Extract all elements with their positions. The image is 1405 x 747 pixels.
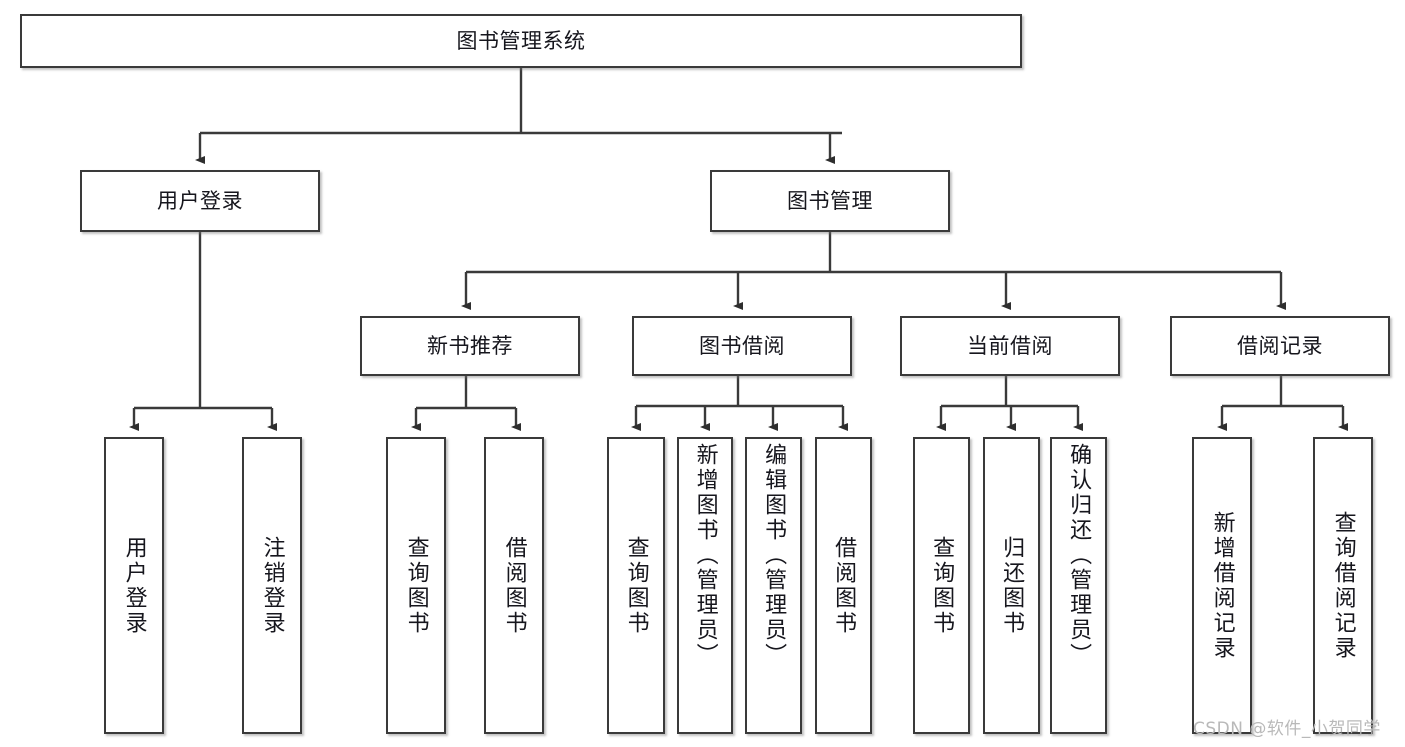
node-leaf-borrow-book-2-label: 借阅图书 bbox=[831, 535, 857, 636]
node-new-book-recommend[interactable]: 新书推荐 bbox=[360, 316, 580, 376]
node-leaf-query-book-3[interactable]: 查询图书 bbox=[913, 437, 970, 734]
node-leaf-confirm-return-admin[interactable]: 确认归还（管理员） bbox=[1050, 437, 1107, 734]
csdn-watermark: CSDN @软件_小贺同学 bbox=[1193, 719, 1381, 739]
node-leaf-query-book-2-label: 查询图书 bbox=[623, 535, 649, 636]
node-root-label: 图书管理系统 bbox=[456, 28, 586, 53]
node-root[interactable]: 图书管理系统 bbox=[20, 14, 1022, 68]
node-leaf-add-book-admin-label: 新增图书（管理员） bbox=[692, 443, 718, 668]
node-leaf-add-book-admin[interactable]: 新增图书（管理员） bbox=[677, 437, 733, 734]
node-borrow-record[interactable]: 借阅记录 bbox=[1170, 316, 1390, 376]
node-borrow-record-label: 借阅记录 bbox=[1237, 333, 1323, 358]
node-current-borrow[interactable]: 当前借阅 bbox=[900, 316, 1120, 376]
node-leaf-logout-login-label: 注销登录 bbox=[259, 535, 285, 636]
node-leaf-confirm-return-admin-label: 确认归还（管理员） bbox=[1066, 443, 1092, 668]
node-leaf-query-book-2[interactable]: 查询图书 bbox=[607, 437, 665, 734]
node-leaf-user-login-label: 用户登录 bbox=[121, 535, 147, 636]
node-leaf-query-borrow-record[interactable]: 查询借阅记录 bbox=[1313, 437, 1373, 734]
node-leaf-edit-book-admin-label: 编辑图书（管理员） bbox=[761, 443, 787, 668]
node-current-borrow-label: 当前借阅 bbox=[967, 333, 1053, 358]
node-leaf-borrow-book-1-label: 借阅图书 bbox=[501, 535, 527, 636]
node-leaf-borrow-book-2[interactable]: 借阅图书 bbox=[815, 437, 872, 734]
node-book-manage[interactable]: 图书管理 bbox=[710, 170, 950, 232]
node-leaf-logout-login[interactable]: 注销登录 bbox=[242, 437, 302, 734]
node-user-login[interactable]: 用户登录 bbox=[80, 170, 320, 232]
node-book-manage-label: 图书管理 bbox=[787, 188, 873, 213]
node-leaf-user-login[interactable]: 用户登录 bbox=[104, 437, 164, 734]
node-leaf-query-book-1[interactable]: 查询图书 bbox=[386, 437, 446, 734]
node-leaf-return-book[interactable]: 归还图书 bbox=[983, 437, 1040, 734]
node-user-login-label: 用户登录 bbox=[157, 188, 243, 213]
node-leaf-borrow-book-1[interactable]: 借阅图书 bbox=[484, 437, 544, 734]
node-leaf-query-book-3-label: 查询图书 bbox=[929, 535, 955, 636]
node-leaf-query-book-1-label: 查询图书 bbox=[403, 535, 429, 636]
node-book-borrow[interactable]: 图书借阅 bbox=[632, 316, 852, 376]
node-leaf-add-borrow-record-label: 新增借阅记录 bbox=[1209, 510, 1235, 661]
node-leaf-return-book-label: 归还图书 bbox=[999, 535, 1025, 636]
node-leaf-edit-book-admin[interactable]: 编辑图书（管理员） bbox=[745, 437, 802, 734]
node-leaf-query-borrow-record-label: 查询借阅记录 bbox=[1330, 510, 1356, 661]
node-leaf-add-borrow-record[interactable]: 新增借阅记录 bbox=[1192, 437, 1252, 734]
node-book-borrow-label: 图书借阅 bbox=[699, 333, 785, 358]
node-new-book-recommend-label: 新书推荐 bbox=[427, 333, 513, 358]
